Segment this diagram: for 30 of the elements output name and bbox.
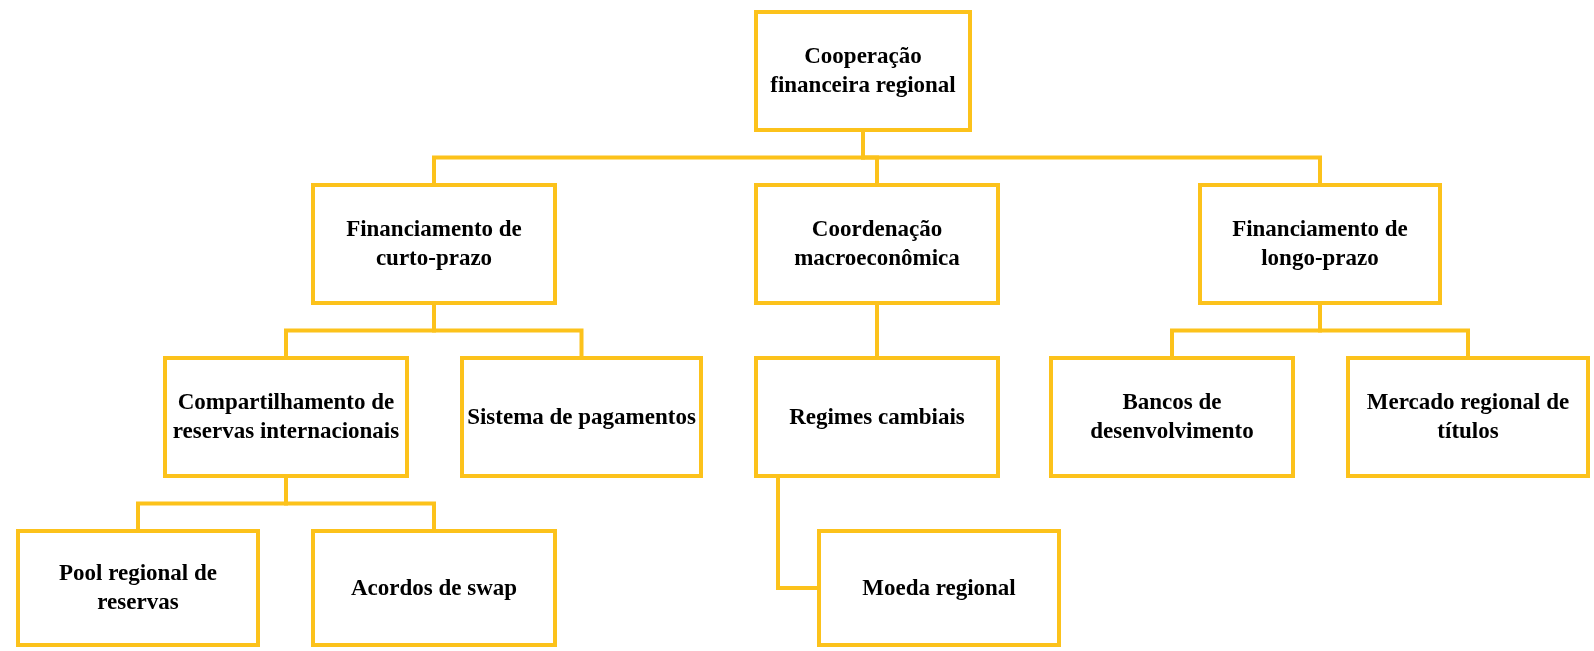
box-label: Moeda regional — [862, 573, 1016, 602]
box-label: Financiamento de curto-prazo — [345, 215, 523, 272]
connector-line — [284, 478, 436, 529]
box-label: Financiamento de longo-prazo — [1231, 215, 1409, 272]
box-label: Sistema de pagamentos — [467, 402, 696, 431]
connector-line — [861, 132, 1322, 183]
category-box — [1049, 356, 1295, 478]
category-box — [754, 183, 1000, 305]
category-box — [311, 529, 557, 647]
category-box — [1346, 356, 1590, 478]
box-label: Compartilhamento de reservas internacionais — [171, 388, 401, 445]
box-label: Regimes cambiais — [789, 402, 965, 431]
connector-line — [875, 305, 879, 356]
category-box — [817, 529, 1061, 647]
connector-line — [776, 478, 817, 590]
box-label: Cooperação financeira regional — [769, 42, 957, 99]
category-box — [460, 356, 703, 478]
category-box — [311, 183, 557, 305]
connector-line — [1318, 305, 1470, 356]
category-box — [163, 356, 409, 478]
box-label: Coordenação macroeconômica — [793, 215, 961, 272]
category-box — [754, 356, 1000, 478]
connector-line — [432, 305, 584, 356]
box-label: Acordos de swap — [350, 573, 518, 602]
box-label: Pool regional de reservas — [58, 559, 218, 616]
category-box — [754, 10, 972, 132]
box-label: Mercado regional de títulos — [1365, 388, 1571, 445]
box-label: Bancos de desenvolvimento — [1089, 388, 1255, 445]
category-box — [1198, 183, 1442, 305]
category-box — [16, 529, 260, 647]
